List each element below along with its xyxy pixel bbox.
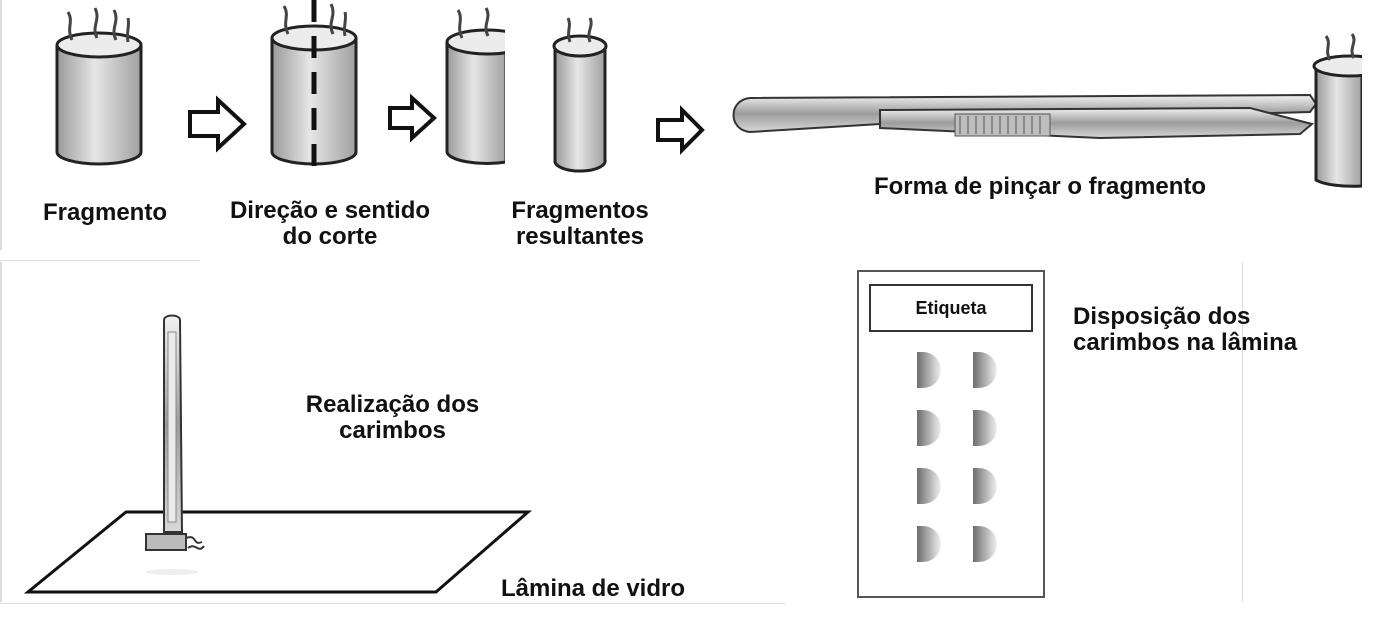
arrangement-label-line1: Disposição dos [1073, 303, 1251, 330]
resulting-fragments-label-line2: resultantes [515, 223, 645, 250]
stamping-label-line1: Realização dos [305, 391, 480, 418]
slide-label-box: Etiqueta [869, 284, 1033, 332]
glass-slide-shape [23, 510, 533, 594]
arrow-right-icon [388, 93, 437, 143]
cut-direction-cylinder [270, 0, 358, 168]
bottom-panel-divider [0, 260, 200, 261]
stamp-marks [917, 352, 997, 562]
fragment-illustration [55, 0, 1378, 200]
arrow-right-icon [188, 95, 247, 153]
top-panel-edge [0, 0, 2, 250]
forceps-illustration [732, 93, 1318, 140]
fragment-cylinder [55, 7, 143, 166]
resulting-fragments-label-line1: Fragmentos [511, 197, 649, 224]
resulting-fragments [445, 0, 608, 180]
arrow-right-icon [656, 105, 705, 155]
cut-direction-label-line2: do corte [282, 223, 378, 250]
slide-diagram: Etiqueta [857, 270, 1045, 598]
forceps-label: Forma de pinçar o fragmento [873, 173, 1207, 200]
stamping-label-line2: carimbos [339, 417, 446, 444]
stamping-illustration [23, 314, 533, 594]
bottom-right-panel-edge [1242, 262, 1243, 602]
glass-slide-label: Lâmina de vidro [500, 575, 686, 602]
cut-direction-label-line1: Direção e sentido [229, 197, 431, 224]
bottom-base-edge [0, 603, 785, 604]
arrangement-label-line2: carimbos na lâmina [1073, 329, 1298, 356]
fragment-label: Fragmento [42, 199, 167, 226]
held-fragment [1312, 33, 1378, 200]
bottom-left-panel-edge [0, 262, 2, 602]
